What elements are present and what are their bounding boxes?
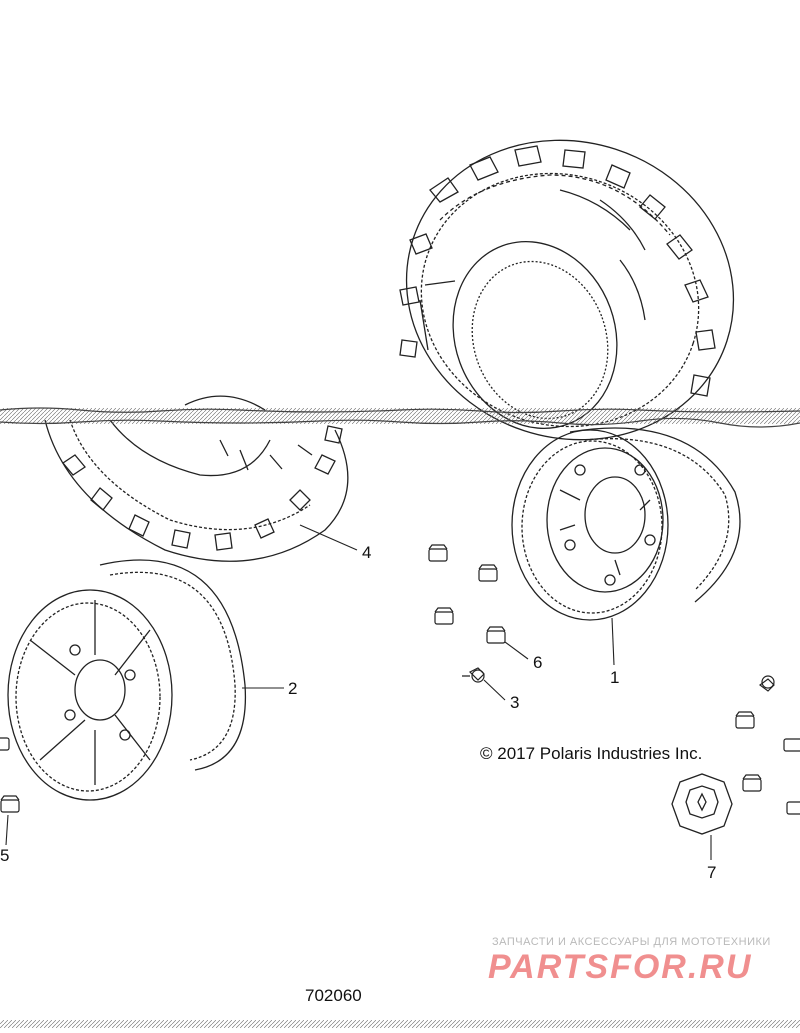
callout-7[interactable]: 7 xyxy=(707,863,716,882)
callout-5[interactable]: 5 xyxy=(0,846,9,865)
leader-line-3 xyxy=(483,679,506,701)
callout-2[interactable]: 2 xyxy=(288,679,297,698)
leader-lines xyxy=(5,524,712,860)
valve-stem-drawing xyxy=(462,667,775,692)
callout-3[interactable]: 3 xyxy=(510,693,519,712)
wheel-rim-2-drawing xyxy=(7,559,247,801)
rear-tire-drawing xyxy=(399,139,735,441)
leader-line-4 xyxy=(299,524,358,551)
leader-line-6 xyxy=(504,641,529,660)
bottom-edge-noise xyxy=(0,1020,800,1028)
lug-nuts-drawing xyxy=(0,544,800,815)
watermark-brand: PARTSFOR.RU xyxy=(488,948,752,986)
leader-line-5 xyxy=(5,814,9,846)
watermark: ЗАПЧАСТИ И АКСЕССУАРЫ ДЛЯ МОТОТЕХНИКИ PA… xyxy=(488,936,771,986)
wheel-rim-1-drawing xyxy=(511,427,741,621)
callout-1[interactable]: 1 xyxy=(610,668,619,687)
center-cap-drawing xyxy=(671,773,733,835)
leader-line-1 xyxy=(611,617,615,666)
copyright-notice: © 2017 Polaris Industries Inc. xyxy=(480,744,702,763)
front-tire-drawing xyxy=(44,395,349,562)
torn-edge-band xyxy=(0,407,800,428)
callout-6[interactable]: 6 xyxy=(533,653,542,672)
figure-number: 702060 xyxy=(305,986,362,1005)
watermark-tagline: ЗАПЧАСТИ И АКСЕССУАРЫ ДЛЯ МОТОТЕХНИКИ xyxy=(492,936,771,948)
callout-4[interactable]: 4 xyxy=(362,543,371,562)
